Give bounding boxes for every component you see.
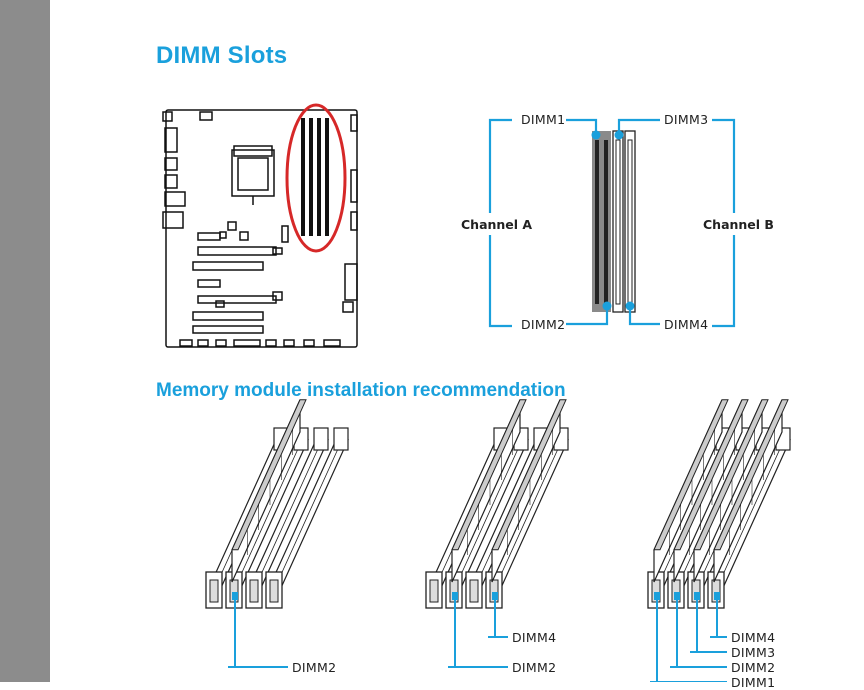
config2-label-dimm4: DIMM4: [512, 630, 557, 645]
cfg-650-marker1: [674, 592, 680, 600]
cfg-650-slot3-rail: [709, 439, 791, 591]
cfg-650-leader1: [670, 600, 678, 668]
cfg-208-slot1-latch: [225, 571, 243, 609]
cfg-428-marker1: [452, 592, 458, 600]
cfg-650-slot2-rail: [689, 439, 771, 591]
cfg-428-slot0-latch: [425, 571, 443, 609]
cfg-428-slot1-latch: [445, 571, 463, 609]
cfg-208-slot1-module: [231, 399, 301, 583]
cfg-428-slot3-module: [491, 399, 561, 583]
cfg-428-slot3-latch: [485, 571, 503, 609]
cfg-208-slot3-rail: [267, 439, 349, 591]
cfg-428-slot3-rail: [487, 439, 569, 591]
cfg-650-marker0: [654, 592, 660, 600]
cfg-208-slot0-latch: [205, 571, 223, 609]
cfg-650-leader3: [710, 600, 718, 638]
cfg-650-slot0-module: [653, 399, 723, 583]
cfg-428-marker3: [492, 592, 498, 600]
cfg-650-leader2: [690, 600, 698, 653]
dimm1-label: DIMM1: [521, 112, 566, 127]
cfg-208-marker1: [232, 592, 238, 600]
page-sidebar-band: [0, 0, 50, 682]
config3-label-dimm2: DIMM2: [731, 660, 776, 675]
cfg-208-slot2-latch: [245, 571, 263, 609]
cfg-428-leader1: [448, 600, 456, 668]
subsection-title: Memory module installation recommendatio…: [156, 380, 566, 401]
dimm3-label: DIMM3: [664, 112, 709, 127]
dimm4-label: DIMM4: [664, 317, 709, 332]
cfg-650-slot2-module: [693, 399, 763, 583]
cfg-208-slot1-rail: [227, 439, 309, 591]
cfg-428-leader3: [488, 600, 496, 638]
cfg-428-slot1-module: [451, 399, 521, 583]
cfg-208-leader1: [228, 600, 236, 668]
channel-a-label: Channel A: [461, 217, 533, 232]
cfg-650-slot2-latch: [687, 571, 705, 609]
config3-label-dimm4: DIMM4: [731, 630, 776, 645]
channel-b-label: Channel B: [703, 217, 774, 232]
cfg-650-slot1-module: [673, 399, 743, 583]
cfg-650-slot1-rail: [669, 439, 751, 591]
cfg-650-marker3: [714, 592, 720, 600]
section-title: DIMM Slots: [156, 42, 288, 69]
cfg-208-slot0-rail: [207, 439, 289, 591]
cfg-428-slot2-rail: [467, 439, 549, 591]
cfg-208-slot3-latch: [265, 571, 283, 609]
cfg-650-leader0: [650, 600, 658, 682]
cfg-428-slot1-rail: [447, 439, 529, 591]
cfg-428-slot0-rail: [427, 439, 509, 591]
cfg-650-slot1-latch: [667, 571, 685, 609]
cfg-650-slot0-latch: [647, 571, 665, 609]
cfg-650-slot0-rail: [649, 439, 731, 591]
cfg-650-slot3-module: [713, 399, 783, 583]
dimm2-label: DIMM2: [521, 317, 566, 332]
config2-label-dimm2: DIMM2: [512, 660, 557, 675]
cfg-650-slot3-latch: [707, 571, 725, 609]
config1-label-dimm2: DIMM2: [292, 660, 337, 675]
cfg-428-slot2-latch: [465, 571, 483, 609]
cfg-650-marker2: [694, 592, 700, 600]
config3-label-dimm1: DIMM1: [731, 675, 776, 690]
config3-label-dimm3: DIMM3: [731, 645, 776, 660]
cfg-208-slot2-rail: [247, 439, 329, 591]
